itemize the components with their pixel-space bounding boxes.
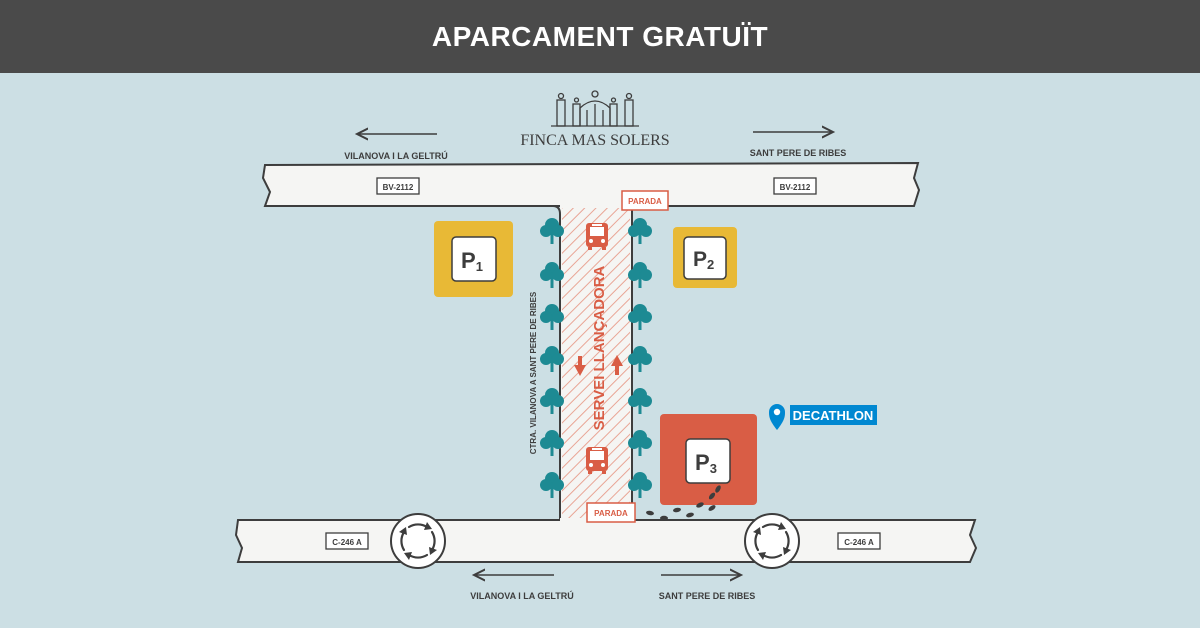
page-title: APARCAMENT GRATUÏT (431, 20, 769, 52)
parking-number: 1 (476, 259, 483, 274)
page-header: APARCAMENT GRATUÏT (0, 0, 1200, 73)
decathlon-label: DECATHLON (793, 408, 874, 423)
decathlon-badge (790, 405, 877, 425)
svg-text:P1: P1 (461, 248, 483, 274)
roundabout-icon (743, 512, 801, 570)
parking-number: 3 (710, 461, 717, 476)
road-sign-top-left (376, 177, 420, 195)
parking-p1: P1 (434, 221, 513, 297)
road-sign-top-left-label: BV-2112 (383, 183, 414, 192)
parking-p3: P3 (660, 414, 757, 505)
parking-letter: P (695, 450, 710, 475)
stop-sign-top (621, 190, 669, 211)
castle-gate-icon (551, 90, 639, 127)
road-sign-bottom-left-label: C-246 A (332, 538, 362, 547)
svg-text:P3: P3 (695, 450, 717, 476)
direction-bottom-left: VILANOVA I LA GELTRÚ (470, 590, 574, 601)
direction-top-right: SANT PERE DE RIBES (750, 148, 847, 158)
direction-top-left: VILANOVA I LA GELTRÚ (344, 150, 448, 161)
parking-letter: P (461, 248, 476, 273)
arrow-down-icon (574, 356, 586, 376)
road-edge-left (540, 205, 561, 520)
vertical-road-label: CTRA. VILANOVA A SANT PERE DE RIBES (529, 291, 538, 454)
bus-icon (586, 223, 608, 250)
svg-text:P2: P2 (693, 248, 714, 272)
parking-p2: P2 (673, 227, 737, 288)
road-sign-top-right (773, 177, 817, 195)
road-sign-bottom-right-label: C-246 A (844, 538, 874, 547)
arrow-up-icon (611, 355, 623, 375)
bus-icon (586, 447, 608, 474)
road-sign-bottom-right (837, 532, 881, 550)
map-pin-icon (769, 404, 785, 430)
stop-label-top: PARADA (628, 197, 662, 206)
road-bv2112 (261, 161, 921, 207)
parking-letter: P (693, 248, 707, 271)
road-sign-top-right-label: BV-2112 (780, 183, 811, 192)
venue-name: FINCA MAS SOLERS (520, 132, 669, 149)
direction-bottom-right: SANT PERE DE RIBES (659, 591, 756, 601)
shuttle-label: SERVEI LLANÇADORA (591, 265, 608, 430)
road-sign-bottom-left (325, 532, 369, 550)
stop-label-bottom: PARADA (594, 509, 628, 518)
footprints-icon (646, 485, 721, 521)
parking-number: 2 (707, 257, 714, 272)
stop-sign-bottom (586, 502, 636, 523)
roundabout-icon (389, 512, 447, 570)
